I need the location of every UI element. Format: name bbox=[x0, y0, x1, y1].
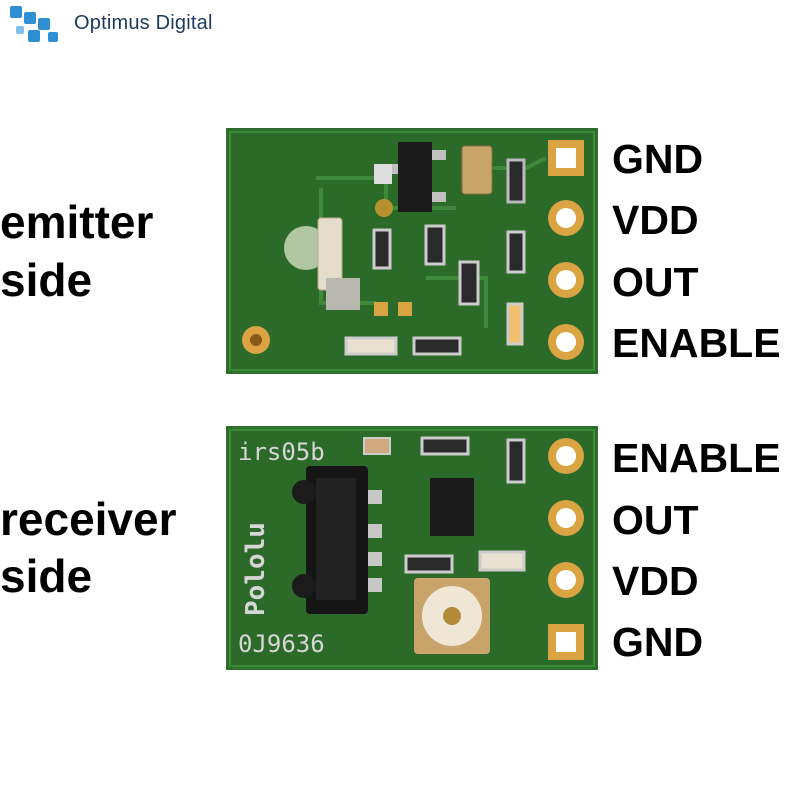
emitter-pin-out: OUT bbox=[612, 259, 699, 305]
emitter-pin-enable: ENABLE bbox=[612, 320, 781, 366]
silkscreen-brand: Pololu bbox=[241, 522, 271, 616]
brand-logo: Optimus Digital bbox=[8, 4, 268, 48]
emitter-label-line2: side bbox=[0, 254, 93, 306]
receiver-label-line1: receiver bbox=[0, 493, 177, 545]
silkscreen-part: irs05b bbox=[238, 438, 325, 466]
emitter-label-line1: emitter bbox=[0, 196, 154, 248]
emitter-pin-vdd: VDD bbox=[612, 197, 699, 243]
emitter-board bbox=[226, 128, 598, 374]
receiver-pin-gnd: GND bbox=[612, 619, 704, 665]
receiver-label-line2: side bbox=[0, 550, 93, 602]
puzzle-squares-icon bbox=[10, 6, 58, 42]
brand-name: Optimus Digital bbox=[74, 12, 213, 34]
receiver-pin-enable: ENABLE bbox=[612, 435, 781, 481]
receiver-board: irs05b 0J9636 Pololu bbox=[226, 426, 598, 670]
receiver-pin-vdd: VDD bbox=[612, 558, 699, 604]
emitter-pin-gnd: GND bbox=[612, 136, 704, 182]
receiver-pin-out: OUT bbox=[612, 497, 699, 543]
silkscreen-code: 0J9636 bbox=[238, 630, 325, 658]
